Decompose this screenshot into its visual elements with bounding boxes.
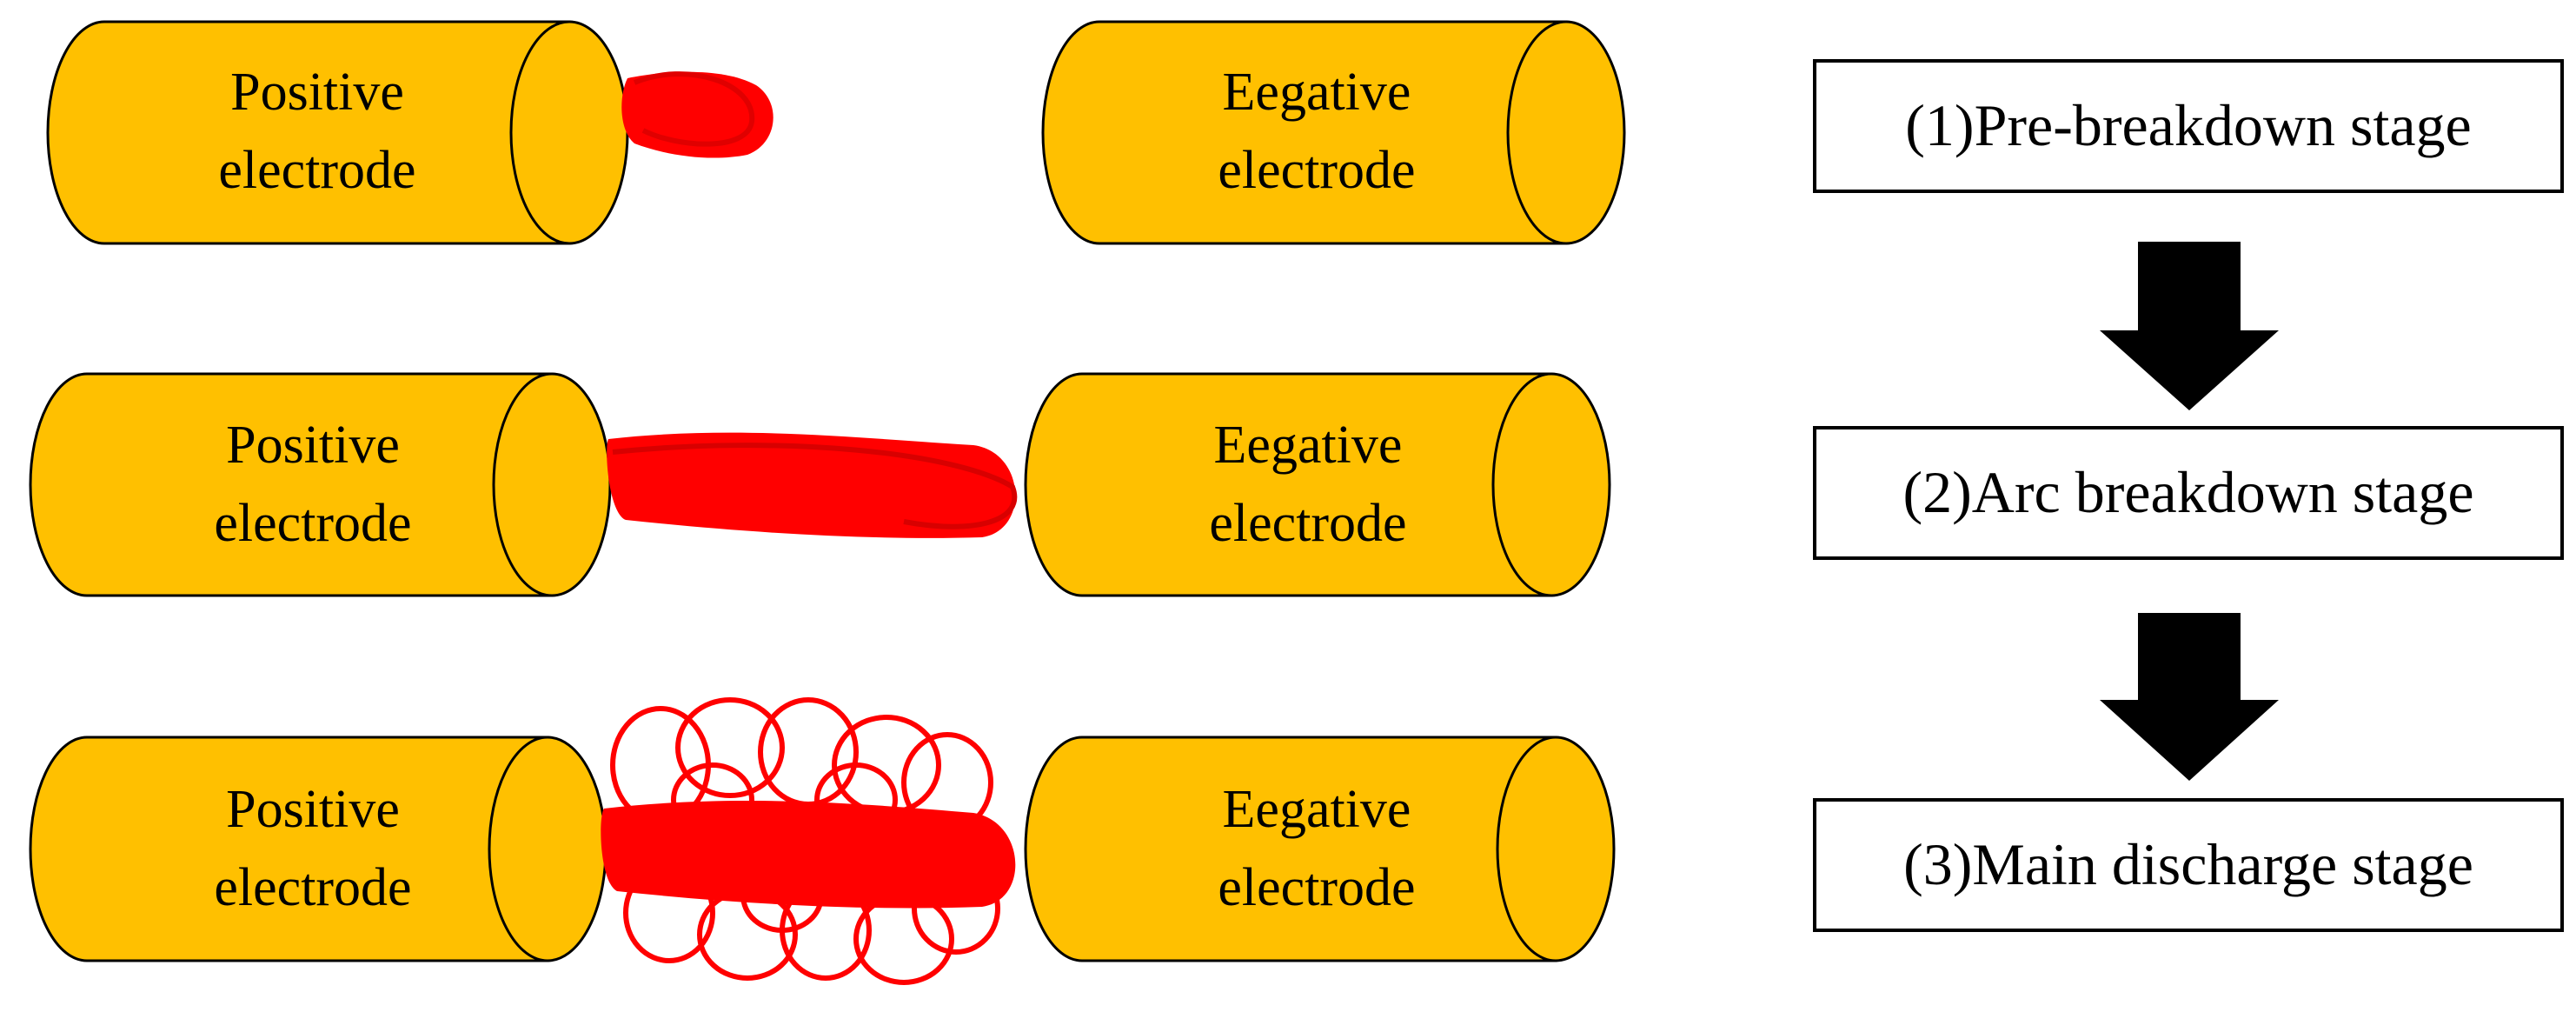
negative-electrode-label-line2: electrode [1218, 858, 1415, 917]
negative-electrode-label-line1: Eegative [1223, 63, 1411, 122]
arc-channel-2 [607, 432, 1018, 538]
negative-electrode-1: Eegative electrode [1041, 20, 1626, 245]
arc-blob-1 [621, 71, 773, 158]
arc-channel-3 [601, 801, 1016, 909]
row-3: Positive electrode Eegative electrode [29, 697, 1616, 985]
positive-electrode-1: Positive electrode [46, 20, 629, 245]
positive-electrode-label-line2: electrode [218, 141, 415, 200]
positive-electrode-label-line1: Positive [226, 416, 400, 475]
stage-box-2: (2)Arc breakdown stage [1813, 426, 2564, 560]
stage-label-3: (3)Main discharge stage [1903, 831, 2473, 897]
positive-electrode-label-line1: Positive [230, 63, 404, 122]
stage-box-3: (3)Main discharge stage [1813, 798, 2564, 932]
arrow-down-icon [2100, 242, 2279, 410]
positive-electrode-3: Positive electrode [29, 736, 607, 962]
stage-label-1: (1)Pre-breakdown stage [1905, 92, 2471, 158]
row-2: Positive electrode Eegative electrode [29, 372, 1611, 597]
positive-electrode-label-line1: Positive [226, 780, 400, 839]
arrow-down-icon [2100, 613, 2279, 781]
stage-box-1: (1)Pre-breakdown stage [1813, 59, 2564, 193]
negative-electrode-2: Eegative electrode [1024, 372, 1611, 597]
positive-electrode-label-line2: electrode [214, 494, 411, 553]
positive-electrode-2: Positive electrode [29, 372, 612, 597]
positive-electrode-label-line2: electrode [214, 858, 411, 917]
row-1: Positive electrode Eegative electrode [46, 20, 1626, 245]
negative-electrode-3: Eegative electrode [1024, 736, 1616, 962]
negative-electrode-label-line2: electrode [1218, 141, 1415, 200]
negative-electrode-label-line1: Eegative [1214, 416, 1403, 475]
stage-label-2: (2)Arc breakdown stage [1902, 459, 2473, 525]
negative-electrode-label-line1: Eegative [1223, 780, 1411, 839]
negative-electrode-label-line2: electrode [1209, 494, 1406, 553]
